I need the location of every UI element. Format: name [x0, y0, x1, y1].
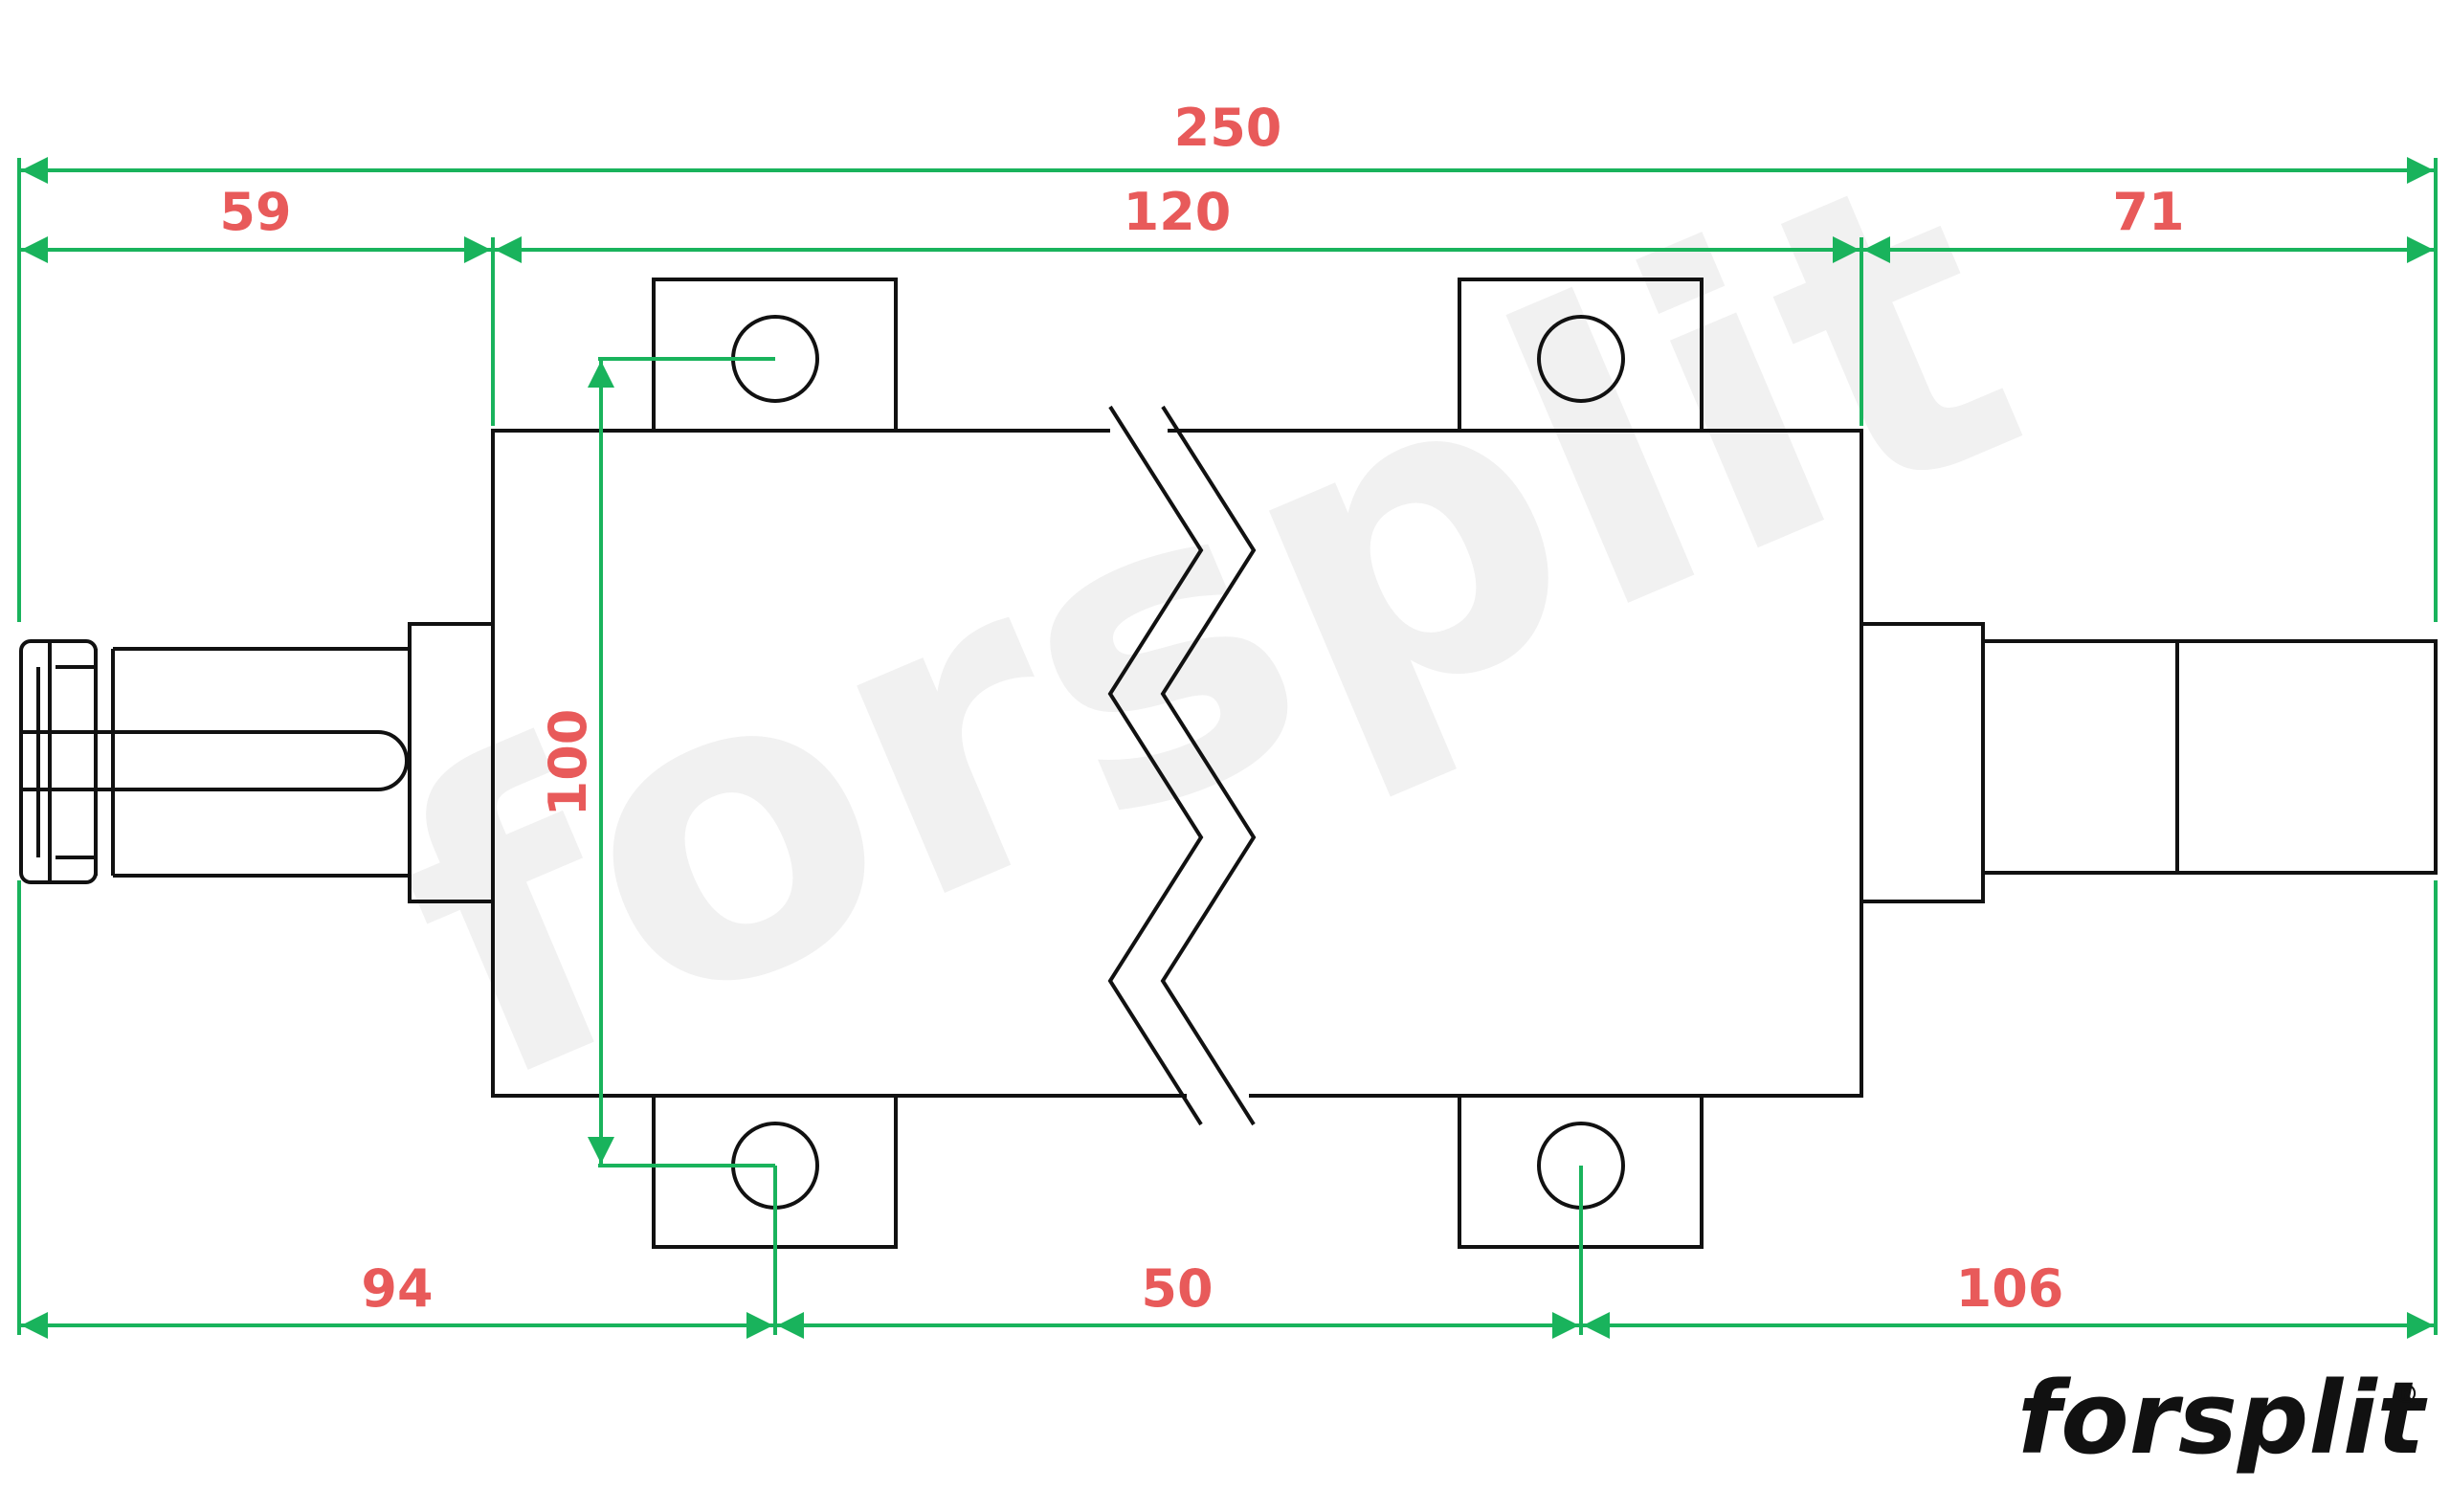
- mounting-foot-top-right: [1458, 278, 1704, 433]
- break-line-left: [1107, 405, 1204, 1126]
- logo-text: forsplit: [2017, 1360, 2428, 1477]
- left-splined-shaft: [19, 639, 410, 884]
- right-shaft-collar: [1860, 622, 1985, 903]
- dimension-lines: [17, 157, 2438, 1339]
- label-left-to-hole: 94: [361, 1258, 433, 1319]
- logo-registered-mark: ®: [2393, 1378, 2419, 1410]
- brand-logo: forsplit ®: [2017, 1360, 2428, 1477]
- mounting-hole-top-right: [1537, 315, 1625, 403]
- dimension-labels: 250 59 120 71 100 94 50 106: [219, 98, 2184, 1319]
- label-right-shaft-length: 71: [2112, 182, 2184, 242]
- right-shaft: [1983, 639, 2438, 875]
- label-body-length: 120: [1124, 182, 1232, 242]
- label-hole-to-right: 106: [1956, 1258, 2064, 1319]
- mounting-foot-top-left: [652, 278, 898, 433]
- label-hole-spacing: 50: [1141, 1258, 1213, 1319]
- left-shaft-collar: [408, 622, 495, 903]
- label-hole-spacing-vertical: 100: [538, 709, 598, 817]
- break-line-right: [1160, 405, 1257, 1126]
- label-left-shaft-length: 59: [219, 182, 291, 242]
- label-overall-length: 250: [1174, 98, 1282, 158]
